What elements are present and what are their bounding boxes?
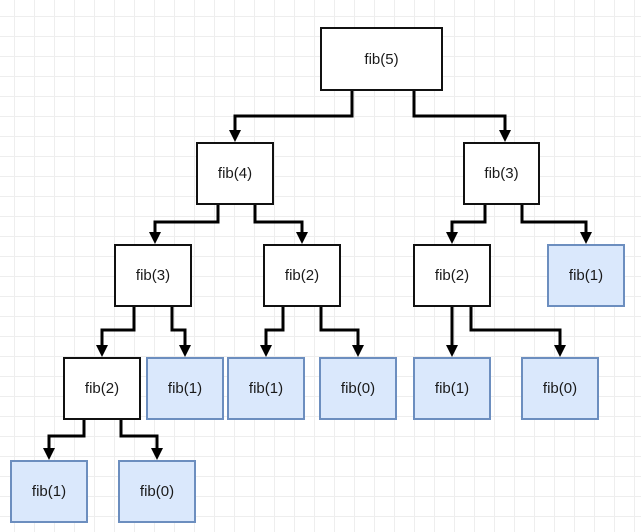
edge-fib3-to-fib2 bbox=[446, 205, 487, 244]
arrowhead bbox=[580, 232, 592, 244]
node-fib-3-left[interactable]: fib(3) bbox=[114, 244, 192, 307]
node-fib-5-root[interactable]: fib(5) bbox=[320, 27, 443, 91]
node-fib-3-right[interactable]: fib(3) bbox=[463, 142, 540, 205]
edge-fib2-to-fib0-c bbox=[119, 420, 163, 460]
node-fib-2-right-left[interactable]: fib(2) bbox=[413, 244, 491, 307]
edge-fib2-to-fib1-d bbox=[43, 420, 86, 460]
arrowhead bbox=[554, 345, 566, 357]
arrowhead bbox=[229, 130, 241, 142]
leaf-fib-0-a[interactable]: fib(0) bbox=[319, 357, 397, 420]
arrowhead bbox=[352, 345, 364, 357]
arrowhead bbox=[296, 232, 308, 244]
arrowhead bbox=[499, 130, 511, 142]
arrowhead bbox=[179, 345, 191, 357]
edge-fib3-to-fib1 bbox=[520, 205, 592, 244]
node-fib-2-left-right[interactable]: fib(2) bbox=[263, 244, 341, 307]
arrowhead bbox=[43, 448, 55, 460]
arrowhead bbox=[149, 232, 161, 244]
edge-fib4-to-fib2 bbox=[253, 205, 308, 244]
edge-fib3-to-fib2-deep bbox=[96, 307, 136, 357]
leaf-fib-1-c[interactable]: fib(1) bbox=[413, 357, 491, 420]
edge-fib2-to-fib1-c bbox=[446, 307, 458, 357]
leaf-fib-1-d[interactable]: fib(1) bbox=[10, 460, 88, 523]
arrowhead bbox=[446, 345, 458, 357]
node-fib-2-deep[interactable]: fib(2) bbox=[63, 357, 141, 420]
arrowhead bbox=[151, 448, 163, 460]
edge-fib2-to-fib1-b bbox=[260, 307, 285, 357]
node-fib-4[interactable]: fib(4) bbox=[196, 142, 274, 205]
arrowhead bbox=[96, 345, 108, 357]
edge-fib5-to-fib3 bbox=[412, 91, 511, 142]
leaf-fib-1-right-right[interactable]: fib(1) bbox=[547, 244, 625, 307]
leaf-fib-0-c[interactable]: fib(0) bbox=[118, 460, 196, 523]
edge-fib2-to-fib0-b bbox=[469, 307, 566, 357]
arrowhead bbox=[446, 232, 458, 244]
leaf-fib-1-a[interactable]: fib(1) bbox=[146, 357, 224, 420]
leaf-fib-0-b[interactable]: fib(0) bbox=[521, 357, 599, 420]
edge-fib3-to-fib1-a bbox=[170, 307, 191, 357]
edge-fib4-to-fib3 bbox=[149, 205, 220, 244]
edge-fib5-to-fib4 bbox=[229, 91, 354, 142]
arrowhead bbox=[260, 345, 272, 357]
edge-fib2-to-fib0-a bbox=[319, 307, 364, 357]
leaf-fib-1-b[interactable]: fib(1) bbox=[227, 357, 305, 420]
